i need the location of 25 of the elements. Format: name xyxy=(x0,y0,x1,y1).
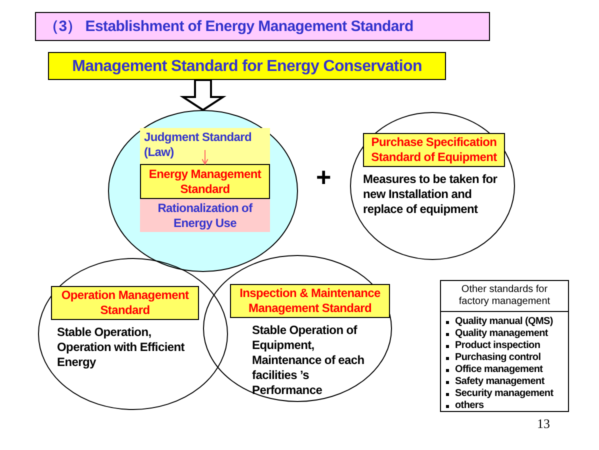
list-heading: Other standards for factory management xyxy=(441,281,568,312)
label-box: Judgment Standard (Law) xyxy=(140,128,270,164)
list-item: Product inspection xyxy=(441,340,568,352)
list-item: others xyxy=(441,400,568,412)
label-box: Purchase Specification Standard of Equipment xyxy=(363,133,505,167)
heading-banner: Management Standard for Energy Conservation xyxy=(48,52,446,80)
page-number: 13 xyxy=(537,416,550,432)
body-text: Stable Operation of Equipment, Maintenance of each facilities ’s Performance xyxy=(252,323,366,398)
label-box: Energy Management Standard xyxy=(140,164,270,199)
block-arrow xyxy=(180,79,226,112)
arrow xyxy=(202,150,208,164)
list-item: Office management xyxy=(441,364,568,376)
list-item: Quality manual (QMS) xyxy=(441,316,568,328)
list-item: Safety management xyxy=(441,376,568,388)
title-banner: （3） Establishment of Energy Management Standard xyxy=(35,12,490,41)
label-box: Inspection & Maintenance Management Standard xyxy=(230,284,390,318)
list-item: Purchasing control xyxy=(441,352,568,364)
body-text: Stable Operation, Operation with Efficient Energy xyxy=(57,325,185,370)
list-panel xyxy=(440,280,569,412)
list-item: Security management xyxy=(441,388,568,400)
body-text: Measures to be taken for new Installation and replace of equipment xyxy=(363,172,498,217)
label-box: Operation Management Standard xyxy=(51,286,199,320)
list-item: Quality management xyxy=(441,328,568,340)
plus-sign: + xyxy=(316,162,332,193)
label-box: Rationalization of Energy Use xyxy=(140,199,270,232)
